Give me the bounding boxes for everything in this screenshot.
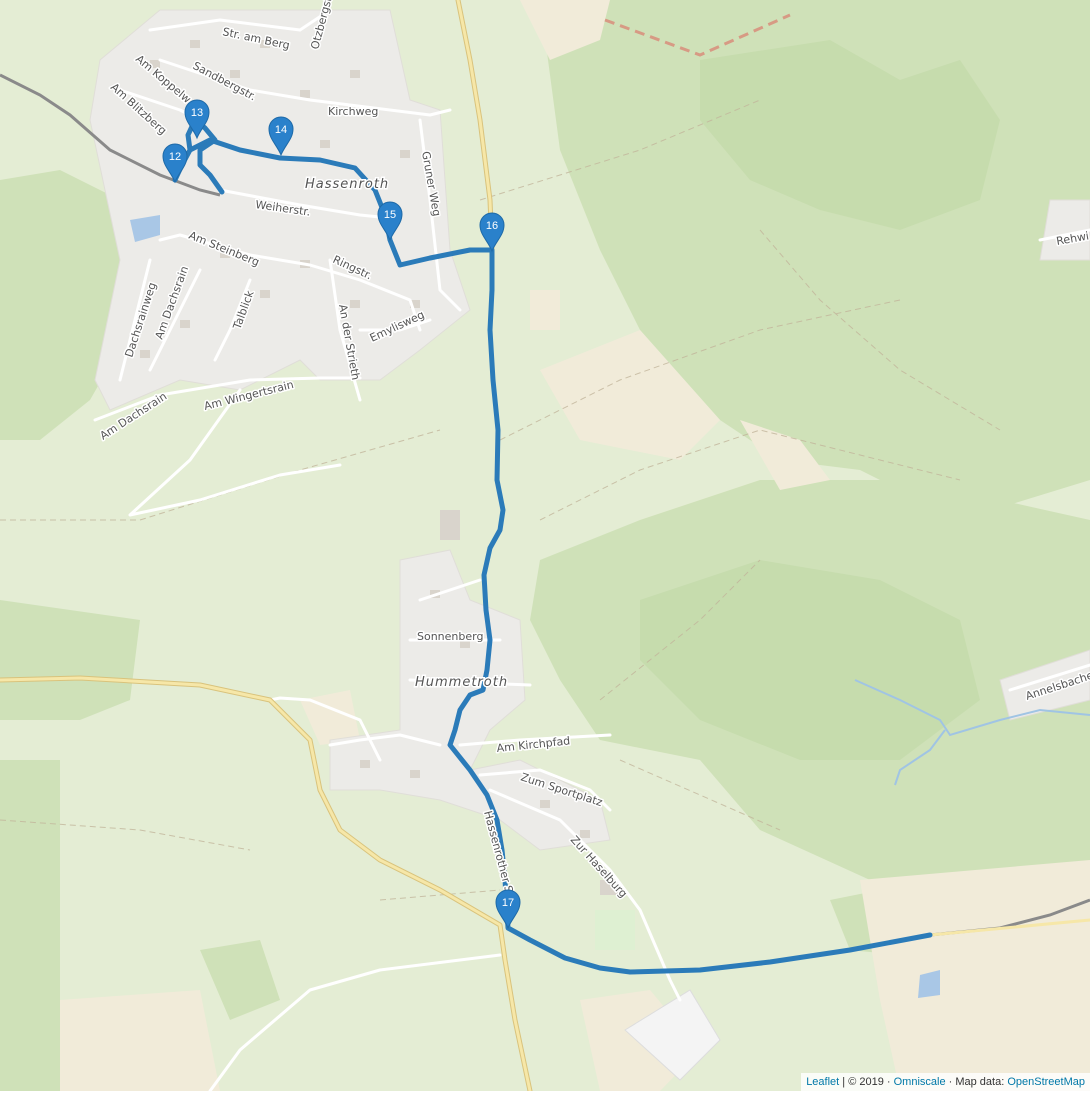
leaflet-link[interactable]: Leaflet	[806, 1076, 840, 1088]
railway-line	[0, 73, 221, 197]
marker-15[interactable]: 15	[377, 201, 403, 242]
svg-text:13: 13	[191, 107, 203, 119]
omniscale-link[interactable]: Omniscale	[893, 1076, 946, 1088]
place-hummetroth: Hummetroth	[415, 675, 508, 690]
svg-text:12: 12	[169, 151, 181, 163]
place-hassenroth: Hassenroth	[305, 177, 389, 192]
streams	[854, 679, 1090, 786]
tracks	[0, 99, 1001, 901]
svg-text:14: 14	[275, 124, 287, 136]
marker-13[interactable]: 13	[184, 99, 210, 140]
darker-forest	[640, 40, 1000, 760]
map-attribution: Leaflet | © 2019 · Omniscale · Map data:…	[801, 1073, 1090, 1091]
svg-text:16: 16	[486, 220, 498, 232]
boundary-line	[604, 13, 791, 57]
attribution-sep1: | © 2019 ·	[839, 1076, 894, 1088]
marker-16[interactable]: 16	[479, 212, 505, 253]
minor-roads	[93, 8, 1090, 1093]
attribution-sep2: · Map data:	[945, 1076, 1008, 1088]
route-loop	[185, 117, 225, 195]
marker-14[interactable]: 14	[268, 116, 294, 157]
openstreetmap-link[interactable]: OpenStreetMap	[1007, 1076, 1085, 1088]
marker-12[interactable]: 12	[162, 143, 188, 184]
svg-text:17: 17	[502, 897, 514, 909]
svg-text:Sonnenberg: Sonnenberg	[417, 630, 483, 643]
svg-text:15: 15	[384, 209, 396, 221]
route-line[interactable]	[172, 137, 933, 975]
svg-text:Kirchweg: Kirchweg	[328, 105, 378, 118]
water-bodies	[130, 215, 940, 998]
marker-17[interactable]: 17	[495, 889, 521, 930]
sports-field	[595, 910, 635, 950]
farm-yard	[624, 989, 721, 1081]
